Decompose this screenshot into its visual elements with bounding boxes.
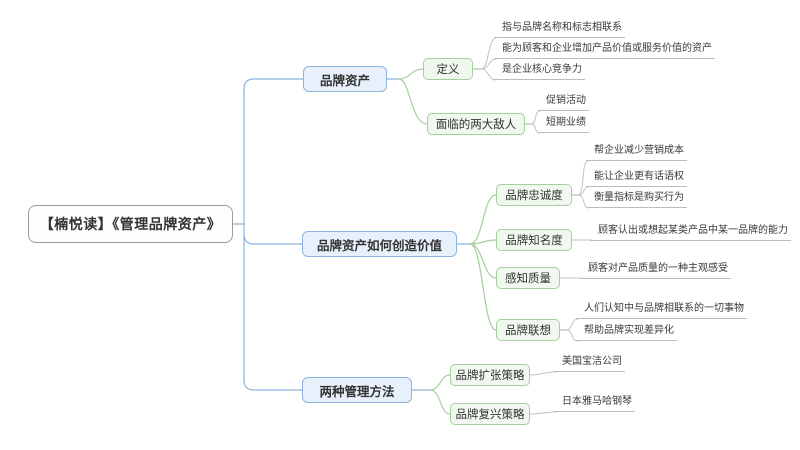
leaf-loyalty-2[interactable]: 能让企业更有话语权 (586, 170, 687, 187)
branch-connectors (232, 78, 471, 391)
leaf-revival-1[interactable]: 日本雅马哈钢琴 (554, 395, 635, 412)
leaf-awareness-1[interactable]: 顾客认出或想起某类产品中某一品牌的能力 (590, 224, 791, 241)
leaf-association-2[interactable]: 帮助品牌实现差异化 (576, 324, 677, 341)
branch-value-creation[interactable]: 品牌资产如何创造价值 (302, 231, 457, 257)
leaf-loyalty-1[interactable]: 帮企业减少营销成本 (586, 144, 687, 161)
leaf-definition-2[interactable]: 能为顾客和企业增加产品价值或服务价值的资产 (494, 42, 715, 59)
branch-brand-equity[interactable]: 品牌资产 (303, 66, 387, 92)
topic-definition[interactable]: 定义 (423, 58, 473, 80)
topic-connectors (398, 68, 579, 415)
topic-extension-strategy[interactable]: 品牌扩张策略 (450, 364, 530, 386)
root-node[interactable]: 【楠悦读】《管理品牌资产》 (28, 205, 233, 243)
leaf-definition-3[interactable]: 是企业核心竞争力 (494, 63, 585, 80)
branch-two-methods[interactable]: 两种管理方法 (302, 377, 412, 403)
leaf-quality-1[interactable]: 顾客对产品质量的一种主观感受 (580, 262, 731, 279)
leaf-enemy-1[interactable]: 促销活动 (538, 94, 589, 111)
topic-brand-awareness[interactable]: 品牌知名度 (496, 229, 572, 251)
leaf-loyalty-3[interactable]: 衡量指标是购买行为 (586, 191, 687, 208)
topic-revival-strategy[interactable]: 品牌复兴策略 (450, 403, 530, 425)
leaf-enemy-2[interactable]: 短期业绩 (538, 116, 589, 133)
topic-two-enemies[interactable]: 面临的两大敌人 (427, 113, 525, 135)
topic-brand-association[interactable]: 品牌联想 (496, 319, 560, 341)
topic-brand-loyalty[interactable]: 品牌忠诚度 (496, 184, 572, 206)
leaf-definition-1[interactable]: 指与品牌名称和标志相联系 (494, 21, 625, 38)
leaf-extension-1[interactable]: 美国宝洁公司 (554, 355, 625, 372)
topic-perceived-quality[interactable]: 感知质量 (496, 267, 560, 289)
leaf-association-1[interactable]: 人们认知中与品牌相联系的一切事物 (576, 302, 747, 319)
